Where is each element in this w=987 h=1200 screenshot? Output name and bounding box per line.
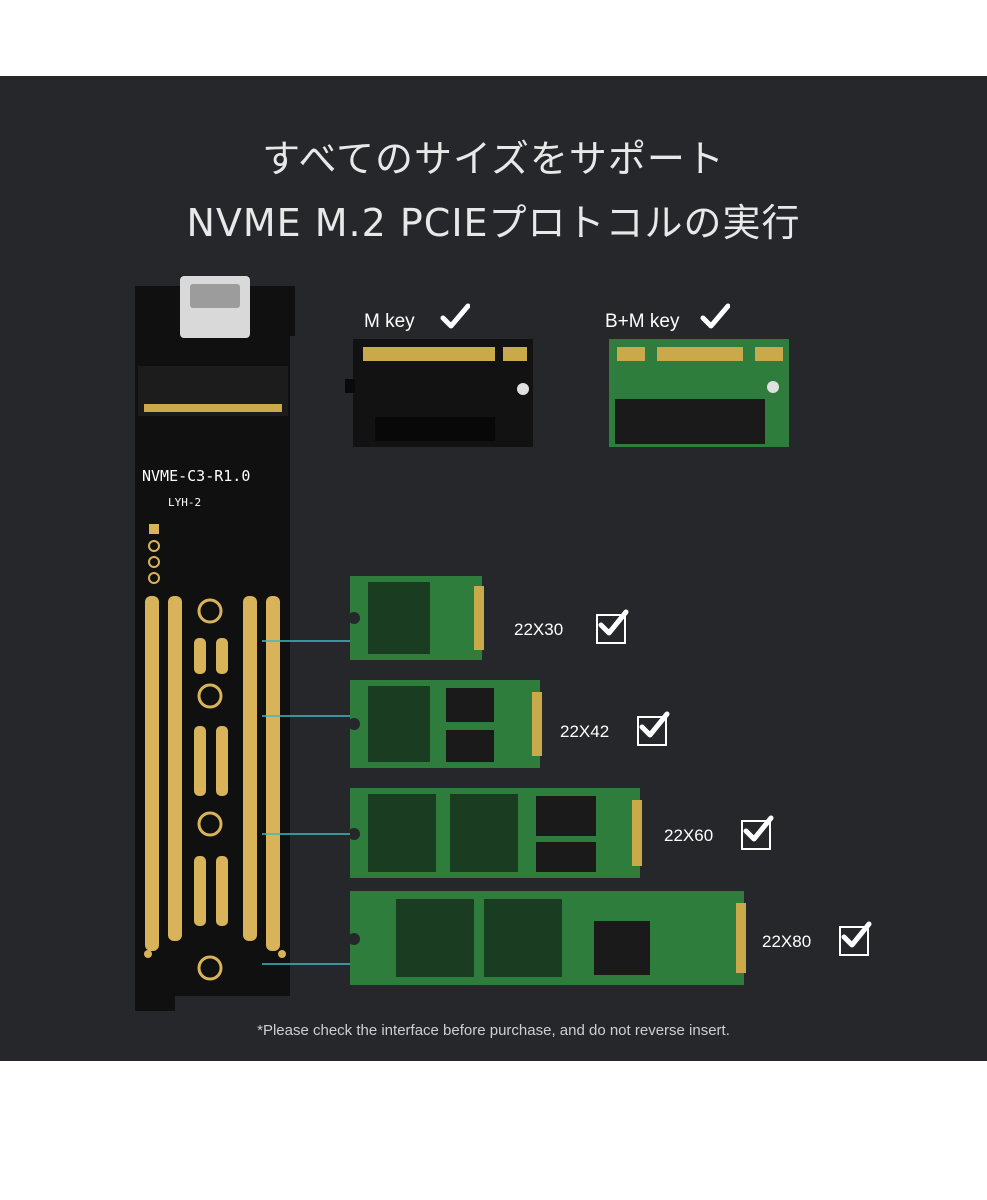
- bm-key-label: B+M key: [605, 311, 680, 332]
- size-22x30-label: 22X30: [514, 620, 564, 639]
- size-22x60-checkbox: [741, 815, 774, 850]
- size-22x42-label: 22X42: [560, 722, 610, 741]
- size-22x30-checkbox: [596, 609, 629, 644]
- size-22x80-checkbox: [839, 921, 872, 956]
- size-22x80-label: 22X80: [762, 932, 812, 951]
- size-22x42-checkbox: [637, 711, 670, 746]
- bm-key-check-icon: [700, 303, 730, 329]
- ssd-22x60-image: [350, 788, 642, 878]
- adapter-board-image: NVME-C3-R1.0 LYH-2: [135, 276, 295, 1011]
- bm-key-ssd-image: [609, 339, 789, 447]
- m-key-label: M key: [364, 311, 415, 332]
- ssd-22x42-image: [350, 680, 542, 768]
- ssd-22x80-image: [350, 891, 746, 985]
- board-model-text: NVME-C3-R1.0: [142, 467, 250, 485]
- m-key-check-icon: [440, 303, 470, 329]
- size-22x42-check-icon: [639, 711, 670, 738]
- heading-line-2: NVME M.2 PCIEプロトコルの実行: [186, 201, 801, 245]
- purchase-note: *Please check the interface before purch…: [257, 1022, 730, 1039]
- size-22x60-label: 22X60: [664, 826, 714, 845]
- size-22x30-check-icon: [598, 609, 629, 636]
- m-key-ssd-image: [345, 339, 533, 447]
- heading-line-1: すべてのサイズをサポート: [262, 137, 725, 181]
- product-banner: すべてのサイズをサポート NVME M.2 PCIEプロトコルの実行 NVME-…: [0, 76, 987, 1061]
- board-sub-text: LYH-2: [168, 496, 201, 509]
- size-22x80-check-icon: [841, 921, 872, 948]
- size-22x60-check-icon: [743, 815, 774, 842]
- ssd-22x30-image: [350, 576, 484, 660]
